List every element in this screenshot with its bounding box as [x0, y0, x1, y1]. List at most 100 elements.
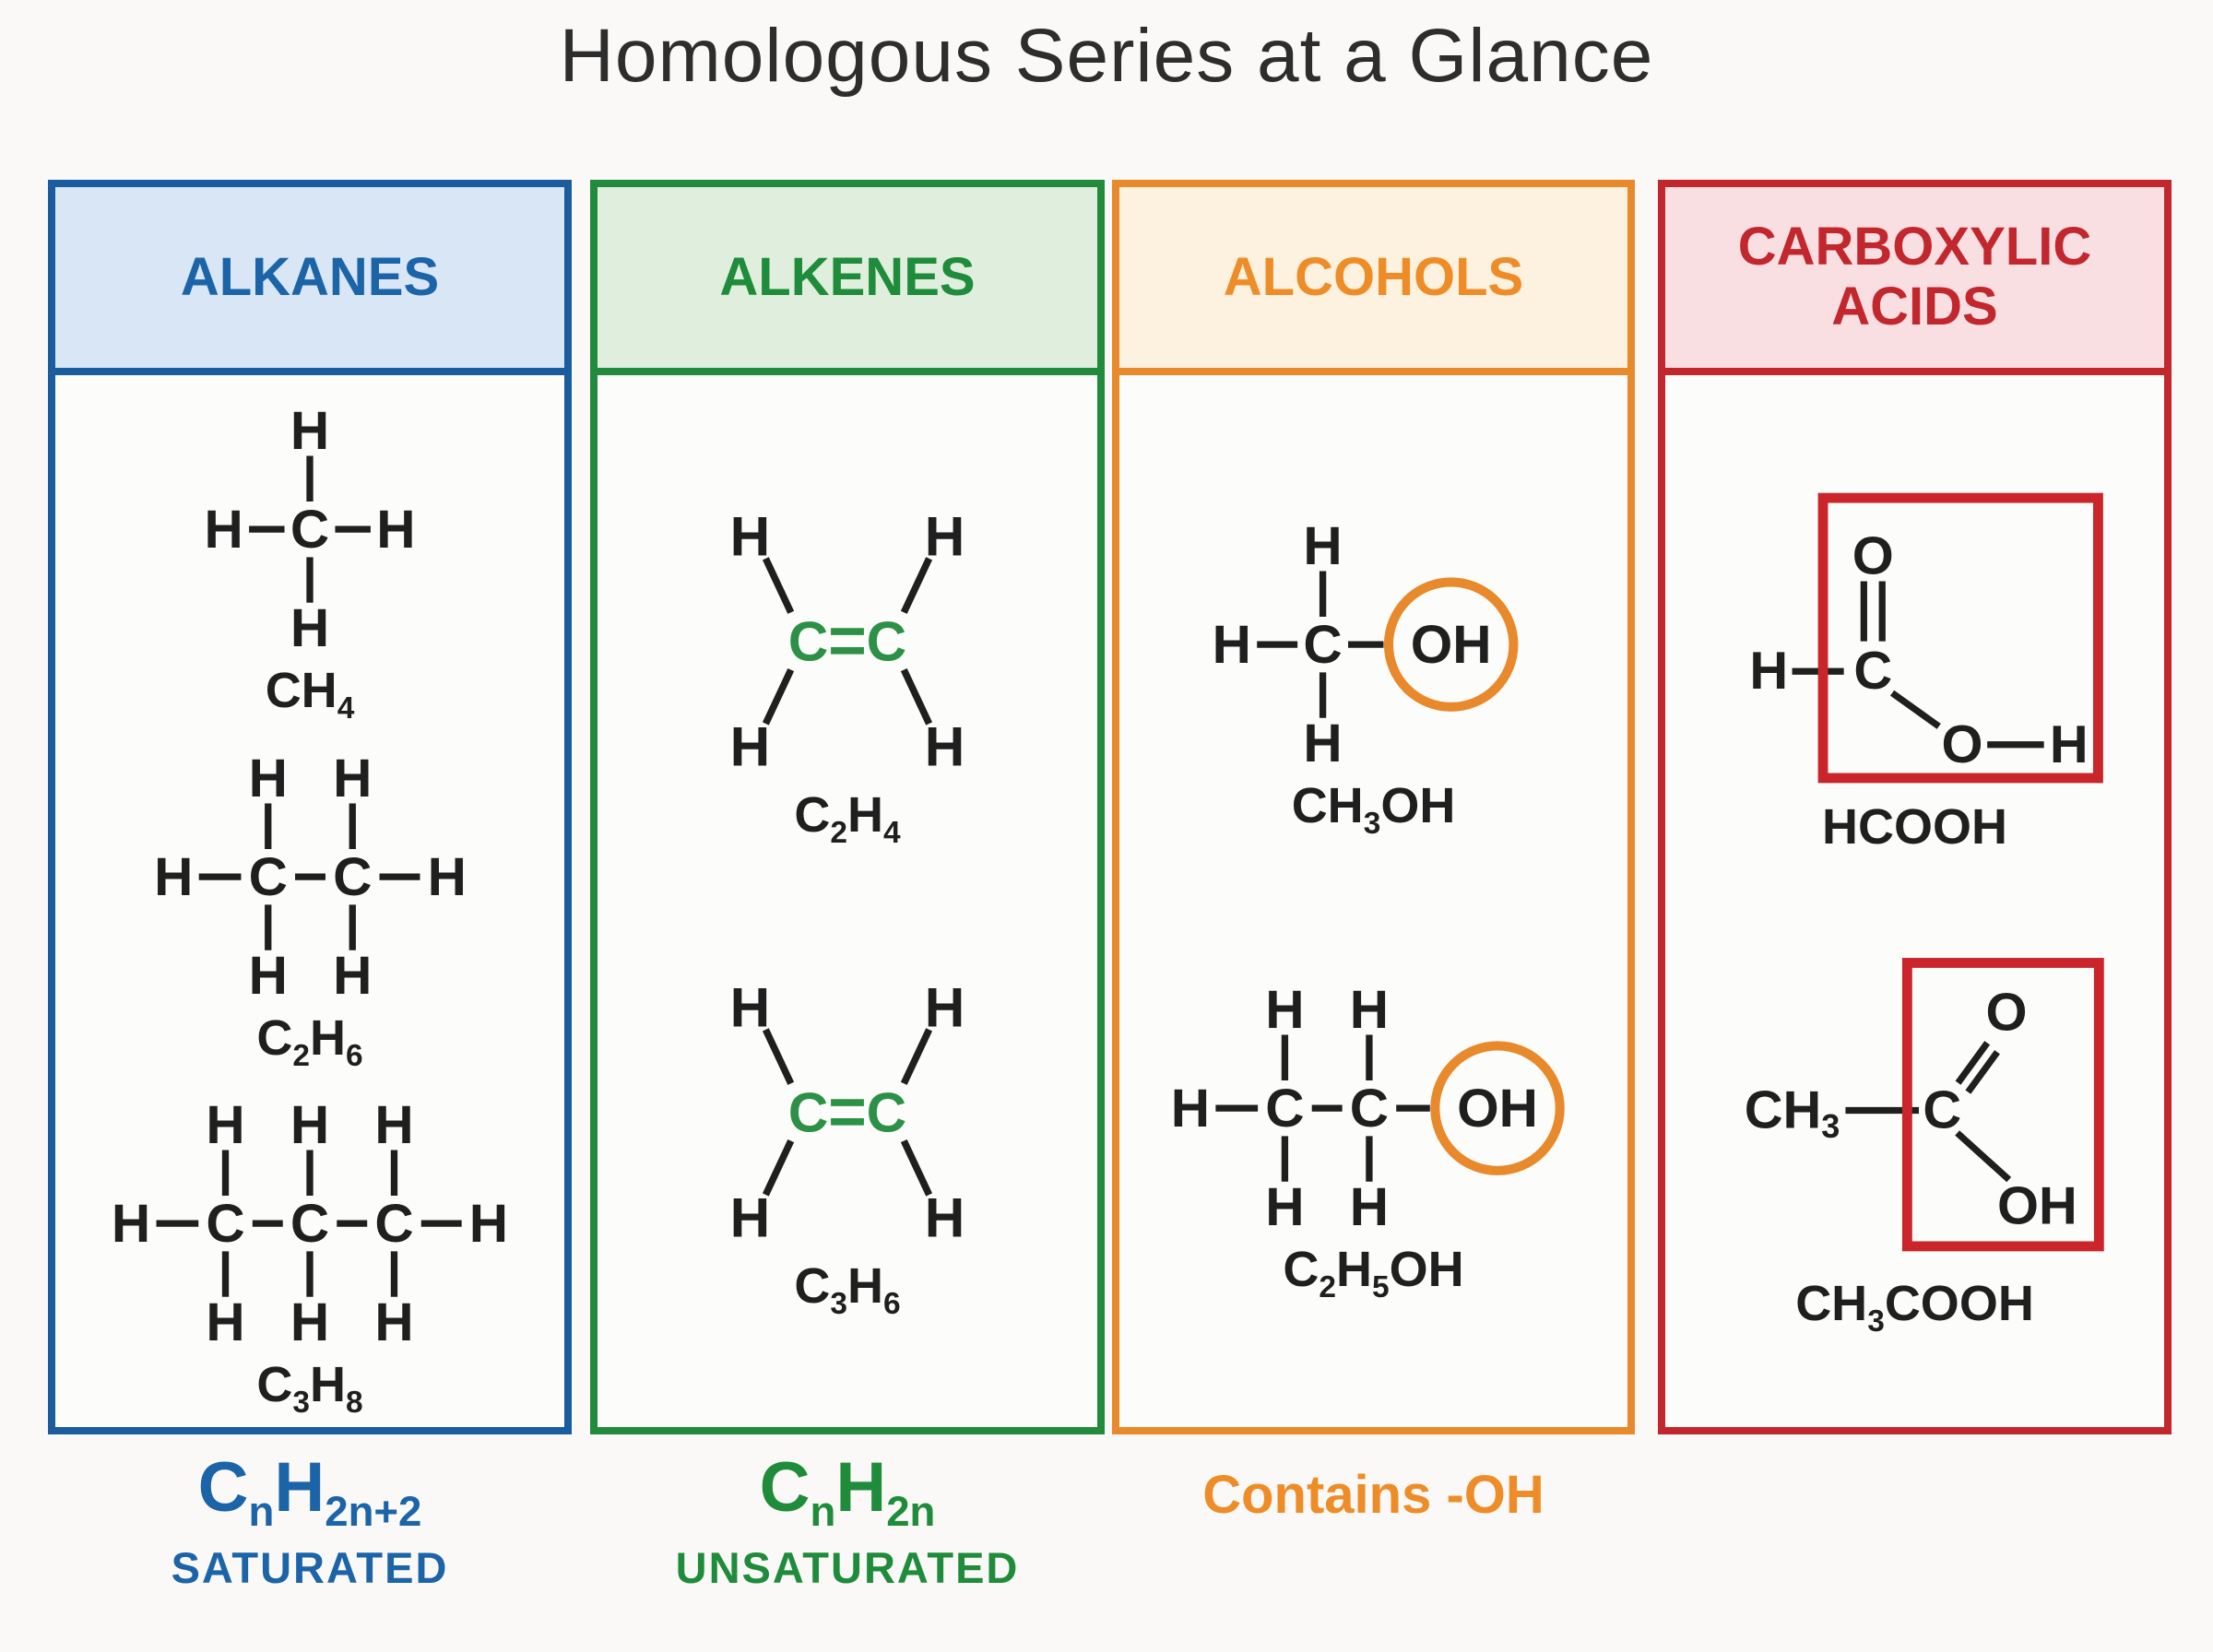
svg-text:C: C — [1853, 642, 1892, 701]
svg-text:H: H — [1171, 1078, 1210, 1138]
page-title: Homologous Series at a Glance — [559, 14, 1654, 98]
svg-text:H: H — [730, 504, 771, 567]
formic-acid-formula-label: HCOOH — [1822, 799, 2007, 856]
ethanol-formula-label: C2H5OH — [1283, 1241, 1464, 1304]
svg-text:H: H — [376, 500, 415, 560]
svg-text:C: C — [290, 1194, 329, 1254]
svg-text:H: H — [333, 748, 372, 808]
svg-text:C: C — [248, 846, 287, 906]
svg-text:H: H — [1350, 979, 1389, 1039]
column-header-alkanes: ALKANES — [55, 187, 564, 375]
alkenes-saturation-note: UNSATURATED — [675, 1542, 1020, 1592]
svg-text:H: H — [730, 976, 771, 1039]
svg-text:CH3: CH3 — [1745, 1081, 1840, 1145]
svg-text:C: C — [867, 609, 907, 672]
column-header-alkenes: ALKENES — [598, 187, 1097, 375]
svg-text:H: H — [248, 748, 287, 808]
svg-text:H: H — [290, 1095, 329, 1155]
svg-text:H: H — [1350, 1176, 1389, 1236]
svg-text:H: H — [2050, 715, 2089, 774]
svg-text:H: H — [469, 1194, 508, 1254]
svg-text:C: C — [1923, 1081, 1961, 1140]
svg-text:OH: OH — [1411, 615, 1492, 675]
column-header-label: ALKANES — [180, 246, 440, 307]
svg-text:C: C — [374, 1194, 413, 1254]
ethane-formula-label: C2H6 — [256, 1009, 363, 1073]
svg-text:H: H — [374, 1292, 413, 1352]
acetic-acid-formula-label: CH3COOH — [1795, 1276, 2034, 1339]
svg-text:O: O — [1852, 526, 1894, 585]
column-header-label: ALCOHOLS — [1223, 246, 1524, 307]
svg-text:H: H — [290, 598, 329, 658]
svg-text:H: H — [730, 1186, 771, 1249]
svg-text:H: H — [925, 1186, 965, 1249]
column-header-alcohols: ALCOHOLS — [1119, 187, 1627, 375]
svg-text:H: H — [290, 1292, 329, 1352]
svg-text:H: H — [925, 714, 965, 777]
footer-alkanes: CnH2n+2 SATURATED — [48, 1453, 572, 1593]
svg-text:H: H — [112, 1194, 150, 1254]
svg-text:H: H — [333, 945, 372, 1005]
svg-text:H: H — [1213, 615, 1251, 675]
footer-alcohols: Contains -OH — [1112, 1464, 1635, 1526]
alkenes-general-formula: CnH2n — [759, 1448, 936, 1536]
column-header-label: ALKENES — [719, 246, 976, 307]
svg-text:C: C — [206, 1194, 244, 1254]
svg-text:OH: OH — [1997, 1177, 2077, 1236]
propane-formula-label: C3H8 — [256, 1357, 363, 1421]
svg-text:H: H — [206, 1292, 244, 1352]
svg-text:H: H — [290, 400, 329, 460]
column-header-carboxylic-acids: CARBOXYLIC ACIDS — [1665, 187, 2164, 375]
svg-text:C: C — [867, 1081, 907, 1144]
column-header-label: CARBOXYLIC ACIDS — [1737, 217, 2092, 336]
alkanes-saturation-note: SATURATED — [171, 1542, 449, 1592]
svg-text:OH: OH — [1457, 1078, 1538, 1138]
svg-text:H: H — [154, 846, 193, 906]
alcohols-functional-group-note: Contains -OH — [1202, 1465, 1544, 1525]
methanol-formula-label: CH3OH — [1291, 778, 1456, 842]
svg-text:C: C — [1303, 615, 1342, 675]
svg-text:C: C — [333, 846, 372, 906]
svg-text:C: C — [1350, 1078, 1389, 1138]
svg-text:C: C — [1265, 1078, 1304, 1138]
svg-text:H: H — [925, 504, 965, 567]
svg-text:H: H — [1265, 1176, 1304, 1236]
svg-text:H: H — [730, 714, 771, 777]
svg-text:H: H — [1303, 714, 1342, 773]
svg-text:H: H — [427, 846, 466, 906]
methane-formula-label: CH4 — [265, 662, 355, 726]
svg-text:H: H — [205, 500, 243, 560]
svg-text:H: H — [374, 1095, 413, 1155]
propene-formula-label: C3H6 — [794, 1258, 901, 1322]
svg-text:O: O — [1942, 715, 1983, 774]
svg-text:O: O — [1985, 984, 2027, 1043]
ethene-formula-label: C2H4 — [794, 786, 901, 850]
svg-text:H: H — [1749, 642, 1788, 701]
